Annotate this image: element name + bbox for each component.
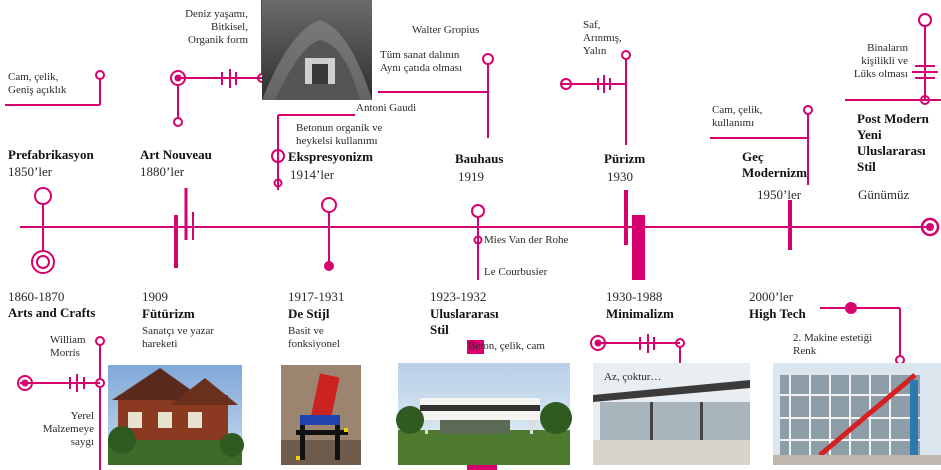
de-stijl-date: 1917-1931 [288,289,345,304]
arts-crafts-date: 1860-1870 [8,289,65,304]
de-stijl-title: De Stijl [288,306,330,321]
prefab-date: 1850’ler [8,164,53,179]
art-nouveau-title: Art Nouveau [140,147,212,162]
futurizm-title: Fütürizm [142,306,195,321]
futurizm-note: Sanatçı ve yazar hareketi [142,325,215,350]
accent-blocks [467,215,645,470]
prefab-title: Prefabrikasyon [8,147,94,162]
bauhaus-note: Tüm sanat dalının Aynı çatıda olması [380,49,463,74]
uluslararasi-date: 1923-1932 [430,289,487,304]
photo-red-blue-chair [281,365,361,465]
bauhaus-person: Walter Gropius [412,24,480,36]
high-tech-title: High Tech [749,306,806,321]
photo-barcelona-pavilion [593,363,750,465]
uluslararasi-note: Beton, çelik, cam [468,340,545,352]
de-stijl-note: Basit ve fonksiyonel [288,325,340,350]
art-nouveau-note: Deniz yaşamı, Bitkisel, Organik form [185,8,248,46]
arts-crafts-title: Arts and Crafts [8,305,96,320]
gec-modernizm-note: Cam, çelik, kullanımı [712,104,763,129]
gec-modernizm-title: Geç Modernizm [742,149,807,180]
ekspresyonizm-title: Ekspresyonizm [288,149,373,164]
uluslararasi-title: Uluslararası Stil [430,306,499,337]
art-nouveau-date: 1880’ler [140,164,185,179]
photo-pompidou-centre [773,363,941,465]
minimalizm-date: 1930-1988 [606,289,663,304]
bauhaus-date: 1919 [458,169,484,184]
mies-label: Mies Van der Rohe [484,234,569,246]
high-tech-date: 2000’ler [749,289,794,304]
minimalizm-title: Minimalizm [606,306,674,321]
futurizm-date: 1909 [142,289,168,304]
arts-crafts-note: Yerel Malzemeye saygı [42,410,94,448]
ekspresyonizm-note: Betonun organik ve heykelsi kullanımı [296,122,383,147]
ekspresyonizm-date: 1914’ler [290,167,335,182]
purizm-date: 1930 [607,169,633,184]
photo-villa-savoye [396,363,572,465]
post-modern-title: Post Modern Yeni Uluslararası Stil [857,111,929,174]
purizm-title: Pürizm [604,151,646,166]
prefab-note: Cam, çelik, Geniş açıklık [8,71,67,96]
post-modern-note: Binaların kişilikli ve Lüks olması [853,42,908,80]
arts-crafts-person: William Morris [50,334,86,359]
high-tech-note: 2. Makine estetiği Renk [793,332,873,357]
photo-gaudi-interior [262,0,372,100]
axis-end-marker [920,217,940,237]
gec-modernizm-date: 1950’ler [757,187,802,202]
gaudi-label: Antoni Gaudi [356,102,417,114]
photo-red-house [108,365,244,465]
purizm-note: Saf, Arınmış, Yalın [583,19,622,57]
post-modern-date: Günümüz [858,187,910,202]
minimalizm-note: Az, çoktur… [604,371,662,383]
corbusier-label: Le Courbusier [484,266,548,278]
bauhaus-title: Bauhaus [455,151,504,166]
